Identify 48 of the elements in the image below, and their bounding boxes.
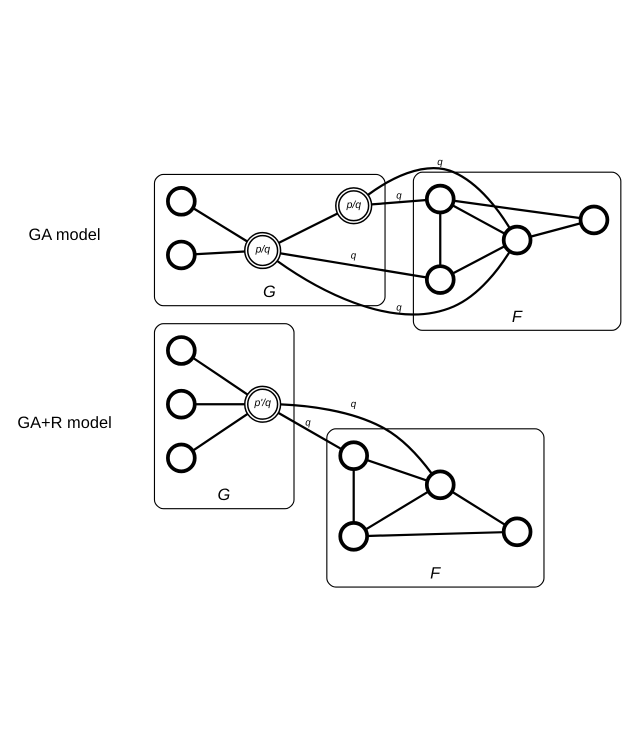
connector (192, 412, 248, 452)
connector (452, 244, 506, 274)
connector (280, 402, 433, 474)
node-circle (502, 224, 532, 255)
connector (192, 356, 248, 395)
edge-label: q (396, 302, 402, 314)
label: GA model (28, 225, 101, 244)
node-circle (166, 185, 197, 216)
connector (367, 530, 504, 537)
connector (454, 199, 581, 219)
connector (372, 198, 427, 205)
cluster: F (412, 171, 622, 330)
label: GA+R model (17, 413, 112, 432)
cluster: F (326, 428, 545, 588)
edge-label: q (396, 190, 402, 202)
connector (280, 252, 428, 278)
node-circle: p/q (335, 186, 372, 224)
node-circle (338, 520, 369, 552)
connector (194, 402, 245, 405)
edge-label: q (350, 250, 356, 261)
node-circle: p/q (244, 231, 282, 269)
connector (192, 206, 248, 242)
edge-label: q (305, 416, 311, 428)
node-circle (502, 516, 532, 547)
connector (364, 490, 429, 530)
connector (352, 468, 355, 522)
connector (276, 250, 511, 315)
connector (452, 204, 506, 234)
connector (278, 411, 342, 450)
connector (194, 250, 245, 255)
edge-label: q (350, 398, 356, 410)
node-circle (166, 334, 197, 366)
node-circle: p'/q (244, 385, 282, 422)
node-circle (578, 204, 610, 235)
node-circle (166, 388, 197, 420)
node-circle (166, 239, 197, 270)
connector (278, 212, 338, 244)
connector (530, 222, 582, 238)
connector (368, 166, 511, 229)
edge-label: q (437, 156, 443, 168)
node-circle (424, 183, 456, 214)
connector (366, 458, 428, 482)
connector (439, 212, 442, 266)
node-circle (424, 469, 456, 500)
node-circle (424, 264, 456, 294)
node-circle (166, 442, 197, 473)
connector (452, 490, 506, 526)
node-circle (338, 440, 369, 470)
